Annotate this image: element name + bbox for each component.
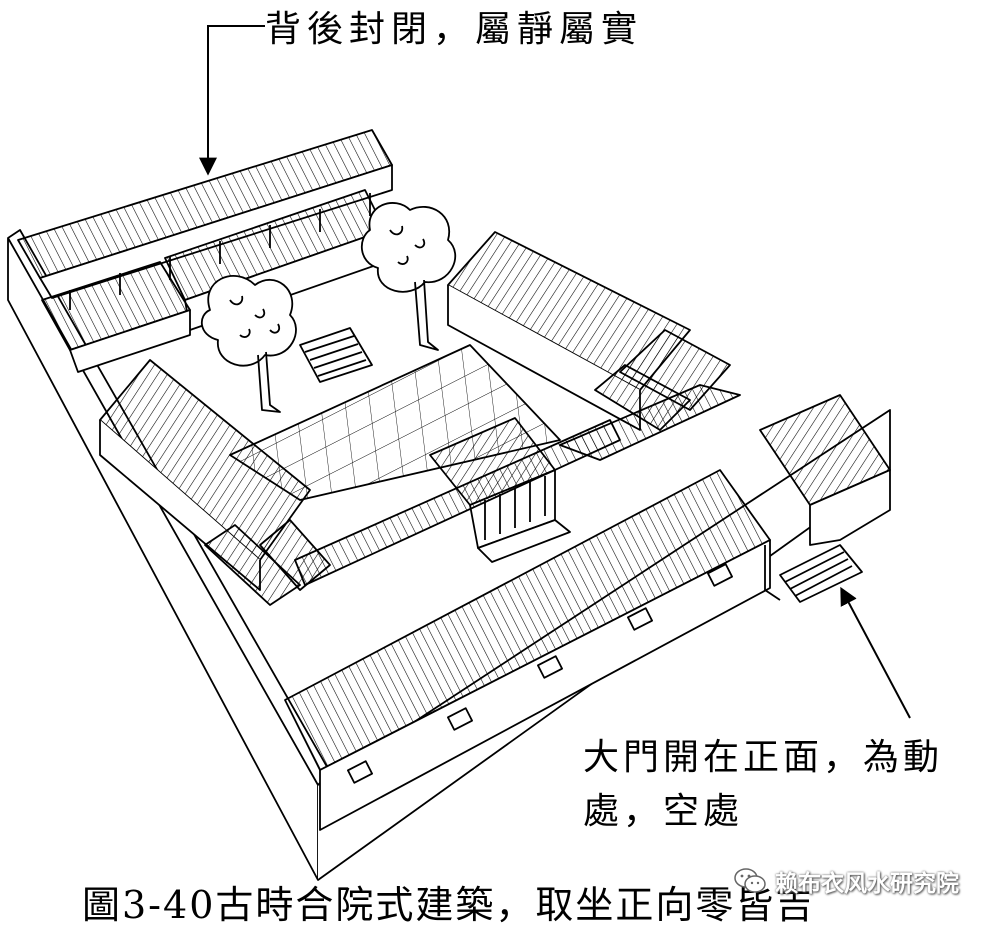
tree-left xyxy=(201,275,297,413)
middle-corridor xyxy=(294,384,741,586)
watermark: 赖布衣风水研究院 xyxy=(733,862,959,900)
tree-right xyxy=(361,202,457,351)
courtyard-paving xyxy=(229,344,561,501)
label-front-door-line2: 處，空處 xyxy=(583,791,744,832)
wechat-icon xyxy=(734,868,766,893)
main-gatehouse xyxy=(759,394,891,603)
front-hall xyxy=(284,469,771,831)
main-hall-steps xyxy=(299,327,373,383)
label-front-door-line1: 大門開在正面，為動 xyxy=(583,737,944,778)
watermark-text: 赖布衣风水研究院 xyxy=(775,871,959,897)
callout-arrow-rear xyxy=(199,25,265,176)
label-rear-closed: 背後封閉，屬靜屬實 xyxy=(265,9,644,50)
main-hall xyxy=(41,189,386,373)
callout-arrow-door xyxy=(840,586,911,719)
figure-caption: 圖3-40古時合院式建築，取坐正向零皆吉 xyxy=(82,883,816,927)
